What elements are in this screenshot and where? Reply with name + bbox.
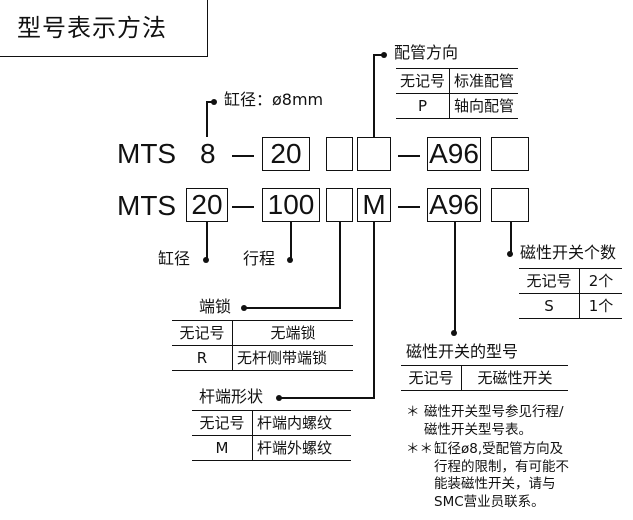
row1-switch-box: A96 [427,137,481,171]
count-leader-v [510,222,512,255]
count-table: 无记号 2个 S 1个 [519,268,622,319]
table-row: 无记号 杆端内螺纹 [192,410,351,436]
row1-port-box [357,137,391,171]
port-code: P [396,93,451,119]
stroke-label: 行程 [243,249,276,268]
endlock-table: 无记号 无端锁 R 无杆侧带端锁 [172,320,353,371]
row2-prefix: MTS [117,190,177,221]
note-2-line: SMC营业员联系。 [434,493,545,510]
note-1-mark: ＊ [406,404,420,420]
title-frame [0,0,208,57]
row1-count-box [491,137,529,171]
switch-code: 无记号 [401,365,462,391]
bore-leader-v [206,222,208,261]
row2-dash-2 [398,206,420,208]
page-title: 型号表示方法 [17,14,167,42]
endlock-leader-v [339,222,341,308]
table-row: 无记号 2个 [519,268,622,294]
endlock-desc: 无端锁 [232,320,353,346]
row1-dash-1 [232,155,254,157]
port-code: 无记号 [396,68,451,94]
endlock-label: 端锁 [199,297,232,316]
table-row: P 轴向配管 [396,93,519,119]
endlock-desc: 无杆侧带端锁 [232,345,353,371]
endlock-code: 无记号 [172,320,233,346]
bore-label: 缸径 [158,249,191,268]
switch-leader-v [454,222,456,334]
notes: ＊ 磁性开关型号参见行程/ 磁性开关型号表。 ＊＊ 缸径ø8,受配管方向及 行程… [406,404,626,511]
table-row: 无记号 标准配管 [396,68,519,94]
port-label: 配管方向 [394,43,459,62]
table-row: R 无杆侧带端锁 [172,345,353,371]
switch-desc: 无磁性开关 [461,365,568,391]
count-code: S [519,293,580,319]
note-2-line: 行程的限制，有可能不 [434,458,569,475]
note-1-line: 磁性开关型号表。 [424,421,532,438]
rod-leader-dot [276,395,282,401]
table-row: S 1个 [519,293,622,319]
count-desc: 1个 [579,293,622,319]
row2-rod-box: M [357,188,391,222]
note-2-mark: ＊＊ [406,441,433,458]
port-table: 无记号 标准配管 P 轴向配管 [396,68,519,119]
endlock-leader-dot [241,305,247,311]
note-1: ＊ 磁性开关型号参见行程/ 磁性开关型号表。 [406,404,626,439]
rod-desc: 杆端外螺纹 [252,435,351,461]
row2-switch-box: A96 [427,188,481,222]
row2-stroke-box: 100 [262,188,320,222]
bore-note-leader-v [206,101,208,137]
endlock-code: R [172,345,233,371]
note-1-line: 磁性开关型号参见行程/ [424,404,564,420]
port-desc: 标准配管 [449,68,519,94]
row2-bore-box: 20 [186,188,228,222]
count-leader-dot [507,251,513,257]
port-desc: 轴向配管 [449,93,519,119]
bore-note-dot [211,99,217,105]
table-row: 无记号 无端锁 [172,320,353,346]
endlock-leader-h [246,307,341,309]
port-leader-v [373,54,375,137]
row1-bore: 8 [200,138,216,169]
row2-endlock-box [326,188,353,222]
note-2-line: 缸径ø8,受配管方向及 [434,441,564,458]
row1-stroke-box: 20 [262,137,310,171]
bore-note: 缸径：ø8mm [224,90,324,109]
rod-leader-h [281,397,375,399]
table-row: 无记号 无磁性开关 [401,365,568,391]
row1-blank-box-1 [326,137,353,171]
switch-leader-dot [451,330,457,336]
table-row: M 杆端外螺纹 [192,435,351,461]
rod-desc: 杆端内螺纹 [252,410,351,436]
rod-leader-v [373,222,375,398]
switch-label: 磁性开关的型号 [406,342,519,361]
row2-dash-1 [232,206,254,208]
stroke-leader-dot [287,257,293,263]
rod-code: 无记号 [192,410,253,436]
count-desc: 2个 [579,268,622,294]
stroke-leader-v [290,222,292,261]
note-2-line: 能装磁性开关，请与 [434,476,556,493]
row1-dash-2 [398,155,420,157]
rod-code: M [192,435,253,461]
count-label: 磁性开关个数 [520,243,617,262]
note-2: ＊＊ 缸径ø8,受配管方向及 行程的限制，有可能不 能装磁性开关，请与 SMC营… [406,441,626,511]
port-leader-h [373,54,383,56]
port-leader-dot [381,52,387,58]
bore-leader-dot [203,257,209,263]
row2-count-box [491,188,529,222]
rod-label: 杆端形状 [199,387,264,406]
bore-note-leader-h [206,101,214,103]
switch-table: 无记号 无磁性开关 [401,365,568,391]
row1-prefix: MTS [117,138,177,169]
count-code: 无记号 [519,268,580,294]
rod-table: 无记号 杆端内螺纹 M 杆端外螺纹 [192,410,351,461]
